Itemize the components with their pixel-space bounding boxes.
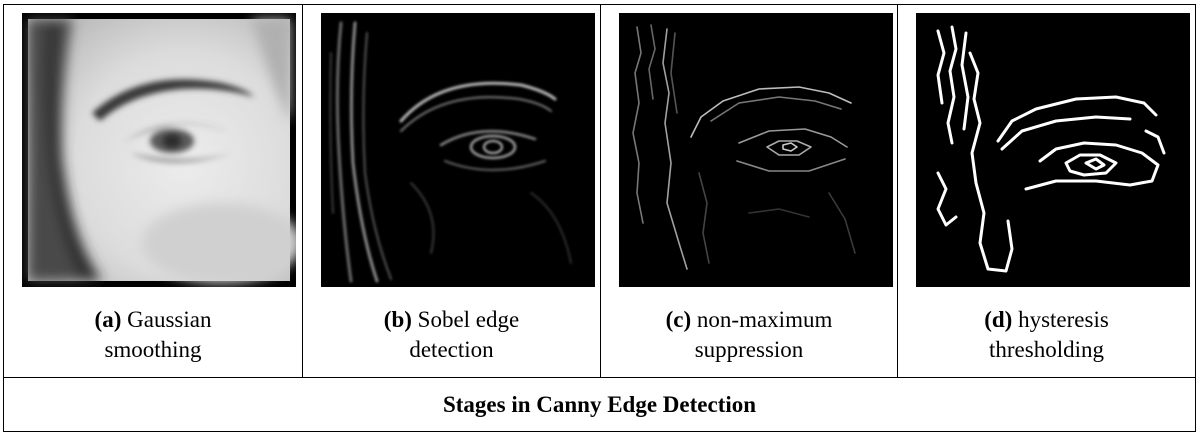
panel-text: Gaussian smoothing [104, 307, 212, 362]
panel-text: non-maximum suppression [694, 307, 833, 362]
panel-text: hysteresis thresholding [989, 307, 1109, 362]
panel-caption: (b) Sobel edge detection [303, 305, 600, 365]
non-maximum-suppression-image [619, 13, 893, 287]
panel-tag: (a) [94, 307, 122, 332]
gaussian-smoothed-image [22, 13, 296, 287]
panel-tag: (b) [383, 307, 412, 332]
panel-cell-gaussian: (a) Gaussian smoothing [4, 5, 302, 377]
panels-row: (a) Gaussian smoothing [4, 5, 1195, 378]
panel-caption: (a) Gaussian smoothing [4, 305, 302, 365]
panel-cell-nms: (c) non-maximum suppression [600, 5, 897, 377]
panel-text: Sobel edge detection [409, 307, 520, 362]
hysteresis-thresholding-image [916, 13, 1190, 287]
panel-tag: (d) [984, 307, 1013, 332]
panel-cell-hysteresis: (d) hysteresis thresholding [897, 5, 1195, 377]
panel-cell-sobel: (b) Sobel edge detection [302, 5, 600, 377]
figure-table: (a) Gaussian smoothing [3, 4, 1196, 432]
figure-caption: Stages in Canny Edge Detection [442, 392, 757, 417]
sobel-edge-image [321, 13, 595, 287]
panel-tag: (c) [665, 307, 692, 332]
panel-caption: (c) non-maximum suppression [601, 305, 897, 365]
panel-caption: (d) hysteresis thresholding [898, 305, 1195, 365]
